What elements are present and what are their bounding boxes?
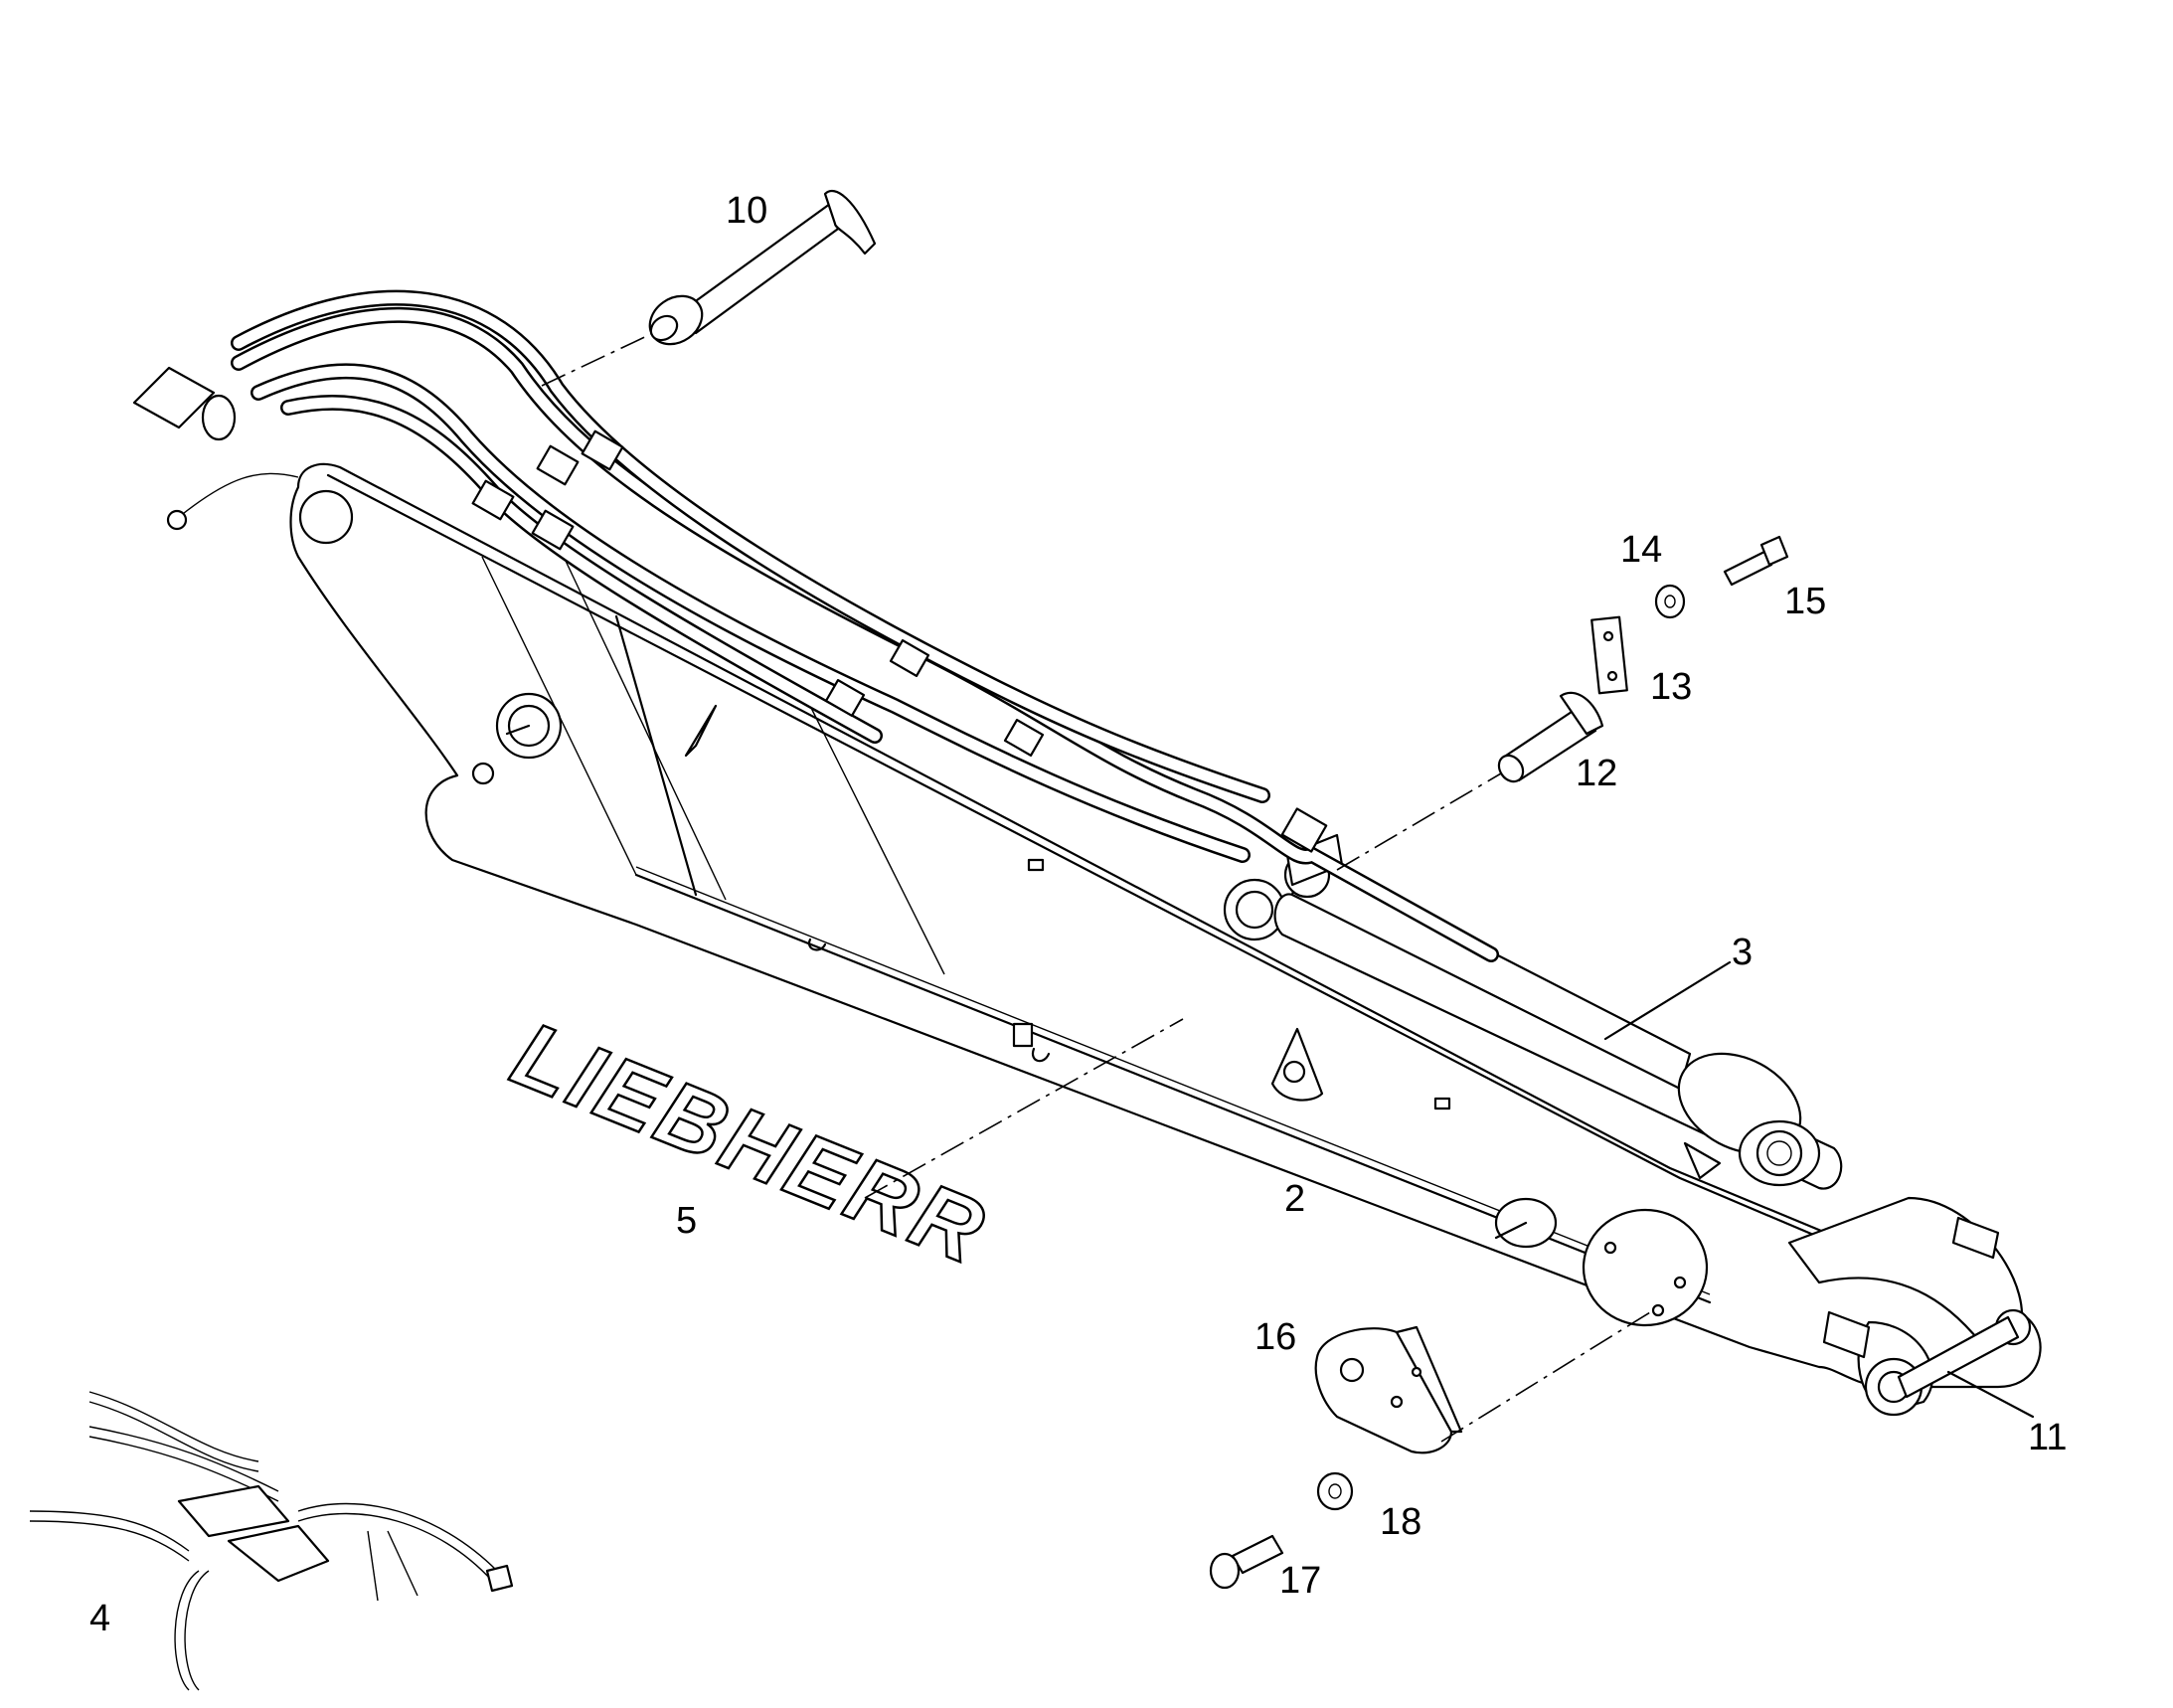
callout-5: 5 <box>676 1200 697 1242</box>
callout-13: 13 <box>1650 666 1692 708</box>
bolt-17-drawing <box>1209 1534 1284 1590</box>
bolt-15-drawing <box>1723 535 1789 587</box>
callout-18: 18 <box>1380 1501 1421 1543</box>
callout-14: 14 <box>1620 529 1662 571</box>
leader-lines <box>1603 960 2035 1419</box>
washer-14-drawing <box>1654 584 1686 619</box>
liebherr-logo-decal: LIEBHERR <box>498 1002 1001 1285</box>
callout-labels: 2 3 4 5 10 11 12 13 14 15 16 17 18 <box>89 190 2067 1639</box>
washer-18-drawing <box>1316 1471 1354 1511</box>
valve-block-detail-4 <box>29 1391 514 1691</box>
callout-11: 11 <box>2028 1417 2067 1458</box>
alignment-lines <box>541 333 1651 1443</box>
callout-4: 4 <box>89 1598 110 1639</box>
boom-cylinder <box>1273 833 1843 1190</box>
bracket-16-drawing <box>1314 1325 1463 1454</box>
svg-text:LIEBHERR: LIEBHERR <box>500 1003 1001 1284</box>
callout-10: 10 <box>726 190 767 232</box>
callout-16: 16 <box>1254 1316 1296 1358</box>
boom-arm <box>289 462 2042 1417</box>
plate-13-drawing <box>1590 615 1628 695</box>
callout-17: 17 <box>1279 1560 1321 1602</box>
callout-15: 15 <box>1784 581 1826 622</box>
callout-12: 12 <box>1576 753 1617 794</box>
pin-12-drawing <box>1497 691 1604 783</box>
pin-10-drawing <box>648 189 877 346</box>
callout-2: 2 <box>1284 1178 1305 1220</box>
hydraulic-hoses <box>132 289 2000 1359</box>
callout-3: 3 <box>1732 932 1753 973</box>
